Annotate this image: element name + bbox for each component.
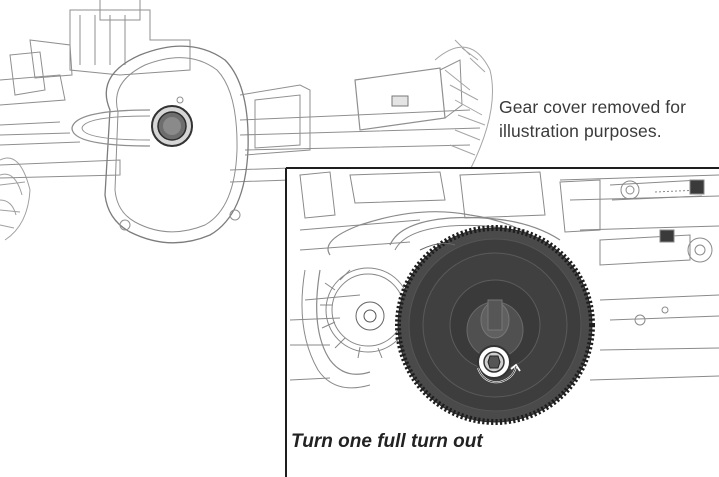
caption-line-1: Gear cover removed for (499, 97, 686, 117)
spur-gear-icon (395, 225, 595, 425)
cover-gear-hub-icon (151, 105, 193, 147)
slipper-nut-icon (477, 345, 511, 379)
rear-tire-icon (434, 39, 493, 171)
rotation-arrow-icon (477, 363, 521, 384)
illustration-caption: Gear cover removed for illustration purp… (499, 95, 714, 143)
instruction-text: Turn one full turn out (291, 431, 483, 452)
caption-line-2: illustration purposes. (499, 121, 662, 141)
left-tire-icon (0, 157, 31, 241)
chassis-with-cover-drawing (0, 0, 493, 244)
